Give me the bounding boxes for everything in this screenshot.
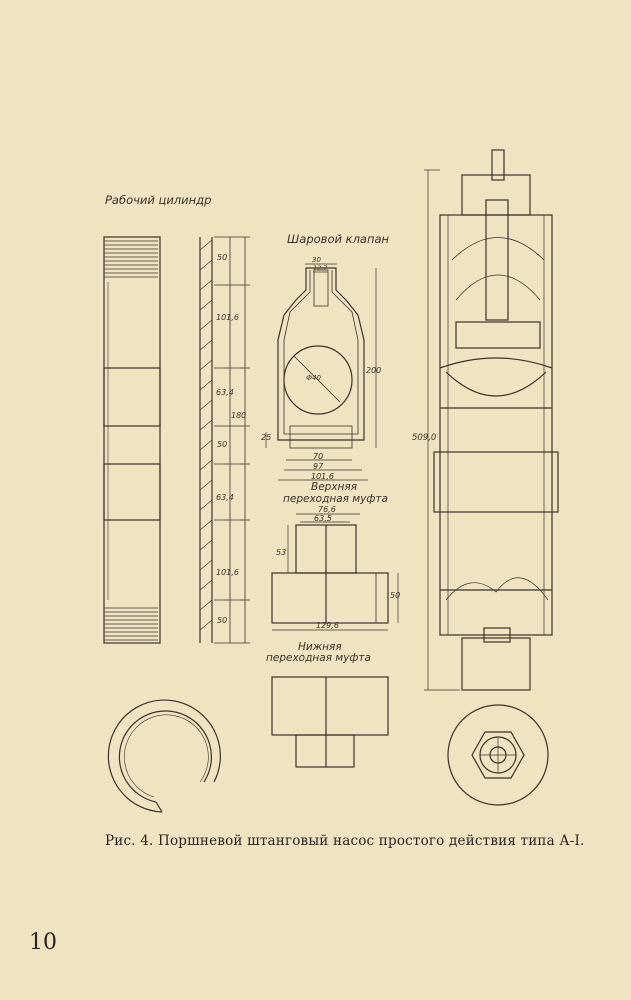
upper-coupling-drawing — [271, 513, 399, 631]
lower-coupling-drawing — [271, 676, 389, 768]
dim-cyl-7: 101,6 — [216, 568, 239, 577]
dim-valve-6: 70 — [313, 452, 323, 461]
label-working-cylinder: Рабочий цилиндр — [105, 193, 212, 207]
dim-upper-4: 50 — [390, 591, 400, 600]
dim-upper-3: 53 — [276, 548, 286, 557]
label-lower-coupling-2: переходная муфта — [266, 652, 371, 664]
page-number: 10 — [29, 930, 57, 955]
dim-valve-8: 101,6 — [311, 472, 334, 481]
dim-cyl-1: 50 — [217, 253, 227, 262]
dim-cyl-2: 101,6 — [216, 313, 239, 322]
figure-caption: Рис. 4. Поршневой штанговый насос просто… — [105, 833, 585, 849]
ball-valve-drawing — [265, 263, 377, 481]
dim-cyl-5: 50 — [217, 440, 227, 449]
pump-assembly-drawing — [424, 149, 559, 806]
dim-pump-total: 509,0 — [412, 433, 436, 443]
label-ball-valve: Шаровой клапан — [287, 232, 390, 246]
dim-valve-4: Ф40 — [306, 374, 321, 382]
dim-valve-7: 97 — [313, 462, 324, 471]
label-lower-coupling-1: Нижняя — [298, 641, 342, 653]
label-upper-coupling-1: Верхняя — [311, 481, 358, 493]
working-cylinder-drawing — [103, 236, 250, 644]
dim-cyl-3: 63,4 — [216, 388, 234, 397]
dim-valve-5: 25 — [261, 433, 271, 442]
dim-valve-1: 30 — [312, 256, 321, 264]
retaining-ring-drawing — [107, 699, 221, 813]
label-upper-coupling-2: переходная муфта — [283, 493, 388, 505]
dim-upper-2: 63,5 — [314, 514, 332, 523]
dim-cyl-6: 63,4 — [216, 493, 234, 502]
dim-upper-5: 129,6 — [316, 621, 339, 630]
dim-cyl-8: 50 — [217, 616, 227, 625]
dim-valve-2: 12,7 — [313, 264, 328, 272]
dim-valve-3: 200 — [366, 366, 381, 375]
dim-upper-1: 76,6 — [318, 505, 336, 514]
dim-cyl-4: 180 — [231, 411, 246, 420]
